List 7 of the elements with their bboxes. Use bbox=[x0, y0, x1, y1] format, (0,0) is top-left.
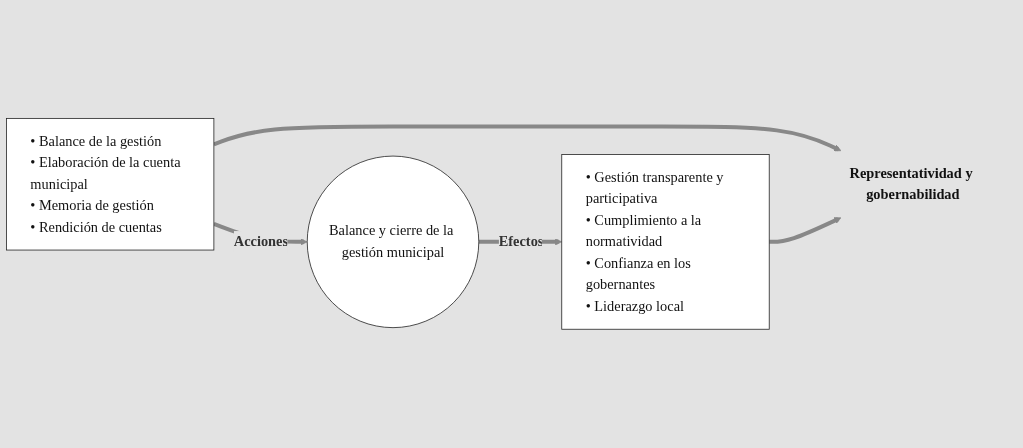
edge-label: Acciones bbox=[233, 233, 289, 250]
node-box bbox=[6, 118, 215, 251]
node-circle bbox=[306, 155, 480, 329]
node-box bbox=[561, 154, 770, 330]
arrow bbox=[213, 124, 842, 152]
node-text: Representatividad y gobernabilidad bbox=[849, 165, 973, 203]
arrow bbox=[769, 217, 842, 245]
